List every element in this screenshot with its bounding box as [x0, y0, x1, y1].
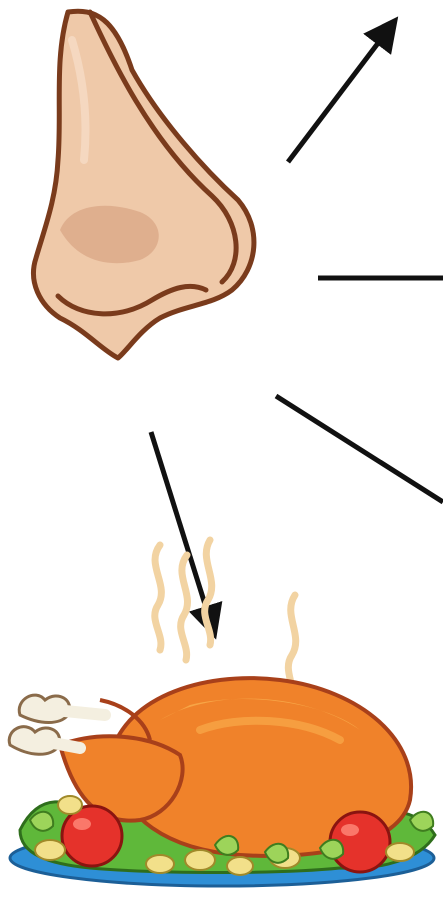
roast-turkey-icon	[9, 678, 435, 886]
arrow-up-right	[288, 22, 394, 162]
arrow-down-right	[276, 396, 443, 502]
arrows	[151, 22, 443, 633]
apple	[62, 806, 122, 866]
steam-icon	[155, 540, 296, 700]
nose-icon	[33, 11, 253, 358]
